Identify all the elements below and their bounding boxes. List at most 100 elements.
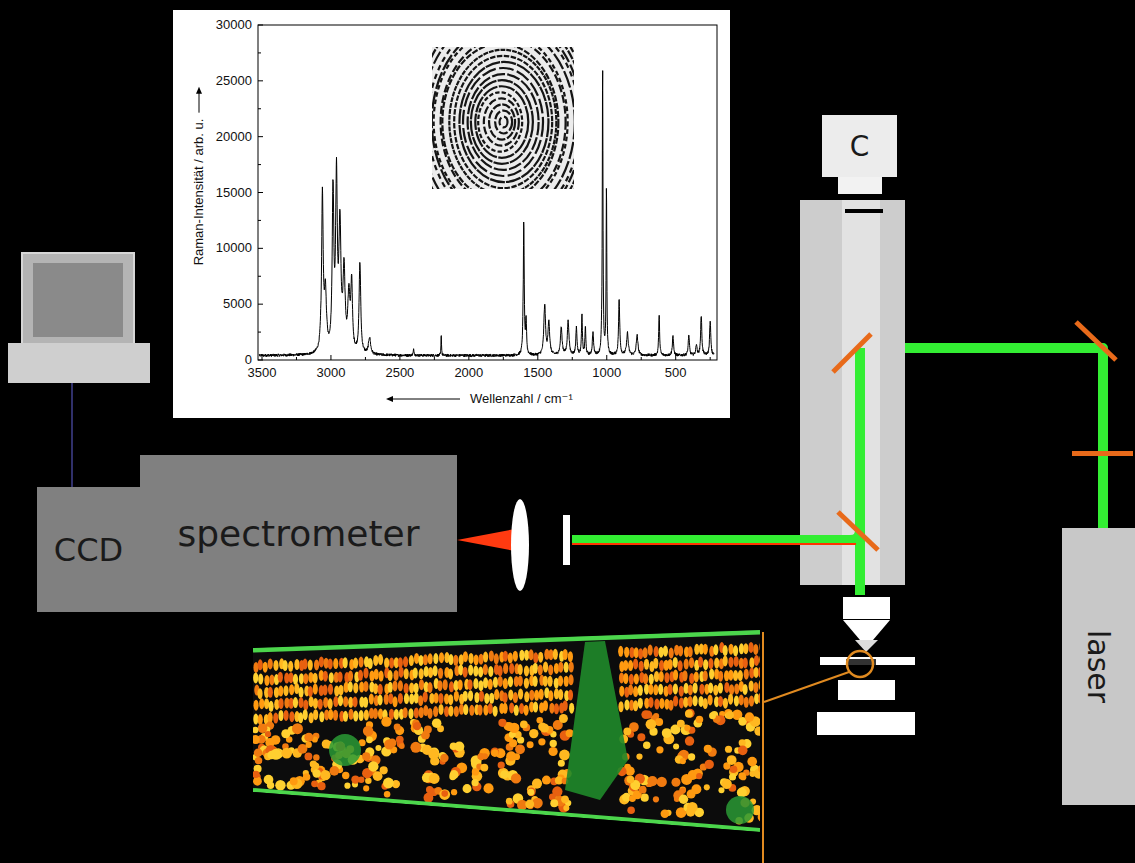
palisade-cell [303, 709, 308, 720]
palisade-cell [489, 693, 494, 704]
palisade-cell [338, 695, 343, 706]
palisade-cell [654, 699, 659, 710]
palisade-cell [488, 679, 493, 690]
palisade-cell [734, 695, 739, 706]
palisade-cell [488, 666, 493, 677]
palisade-cell [724, 682, 729, 693]
palisade-cell [509, 702, 514, 713]
palisade-cell [708, 682, 713, 693]
spongy-cell [312, 769, 320, 777]
palisade-cell [448, 654, 453, 665]
spongy-cell [558, 760, 565, 767]
palisade-cell [619, 686, 624, 697]
palisade-cell [493, 706, 498, 717]
y-tick [258, 248, 263, 249]
palisade-cell [518, 689, 523, 700]
spongy-cell [413, 722, 421, 730]
palisade-cell [398, 657, 403, 668]
spongy-cell [450, 770, 459, 779]
fingerprint-ridge [468, 74, 539, 170]
palisade-cell [363, 668, 368, 679]
spongy-cell [513, 753, 520, 760]
spongy-cell [661, 810, 669, 818]
spongy-cell [696, 716, 704, 724]
palisade-cell [739, 643, 744, 654]
spongy-cell [623, 728, 631, 736]
palisade-cell [309, 712, 314, 723]
palisade-cell [533, 702, 538, 713]
palisade-cell [448, 668, 453, 679]
palisade-cell [744, 697, 749, 708]
y-tick [258, 192, 263, 193]
raman-light-focus [457, 528, 520, 552]
palisade-cell [468, 665, 473, 676]
spongy-cell [653, 796, 659, 802]
palisade-cell [524, 665, 529, 676]
spongy-cell [482, 753, 488, 759]
palisade-cell [288, 661, 293, 672]
spongy-cell [424, 793, 434, 803]
palisade-cell [669, 648, 674, 659]
palisade-cell [513, 692, 518, 703]
palisade-cell [633, 658, 638, 669]
spongy-cell [563, 805, 569, 811]
palisade-cell [543, 700, 548, 711]
palisade-cell [483, 705, 488, 716]
beam-splitter [838, 512, 878, 550]
palisade-cell [758, 693, 763, 704]
palisade-cell [453, 655, 458, 666]
palisade-cell [759, 654, 764, 665]
device-label: laser [1081, 630, 1116, 703]
spongy-cell [310, 760, 317, 767]
x-tick [710, 357, 711, 360]
palisade-cell [658, 684, 663, 695]
palisade-cell [513, 651, 518, 662]
fingerprint-ridge [432, 47, 574, 189]
palisade-cell [673, 696, 678, 707]
x-tick [606, 355, 607, 360]
spongy-cell [559, 750, 570, 761]
palisade-cell [564, 662, 569, 673]
palisade-cell [629, 674, 634, 685]
leaf-vein [565, 641, 628, 800]
raman-spectrum [259, 71, 714, 357]
palisade-cell [639, 661, 644, 672]
spongy-cell [729, 773, 736, 780]
palisade-cell [363, 697, 368, 708]
palisade-cell [478, 680, 483, 691]
y-tick-label: 10000 [216, 241, 252, 255]
palisade-cell [503, 663, 508, 674]
palisade-cell [433, 653, 438, 664]
palisade-cell [313, 673, 318, 684]
palisade-cell [733, 645, 738, 656]
palisade-cell [633, 700, 638, 711]
fingerprint-ridge [489, 104, 515, 139]
palisade-cell [649, 674, 654, 685]
palisade-cell [543, 676, 548, 687]
palisade-cell [404, 693, 409, 704]
palisade-cell [258, 714, 263, 725]
fingerprint-ridge [432, 47, 574, 189]
fingerprint-ridge [459, 62, 548, 182]
palisade-cell [328, 658, 333, 669]
spongy-cell [725, 746, 732, 753]
palisade-cell [298, 712, 303, 723]
palisade-cell [388, 682, 393, 693]
spongy-cell [542, 776, 551, 785]
palisade-cell [758, 667, 763, 678]
palisade-cell [313, 709, 318, 720]
palisade-cell [694, 671, 699, 682]
palisade-cell [708, 658, 713, 669]
laser-filter [1072, 451, 1133, 456]
palisade-cell [634, 673, 639, 684]
device-box: laser [1062, 528, 1135, 805]
palisade-cell [533, 676, 538, 687]
palisade-cell [519, 650, 524, 661]
palisade-cell [259, 698, 264, 709]
palisade-cell [313, 684, 318, 695]
leaf-ground [253, 620, 763, 840]
palisade-cell [503, 692, 508, 703]
palisade-cell [624, 699, 629, 710]
palisade-cell [358, 670, 363, 681]
palisade-cell [409, 693, 414, 704]
